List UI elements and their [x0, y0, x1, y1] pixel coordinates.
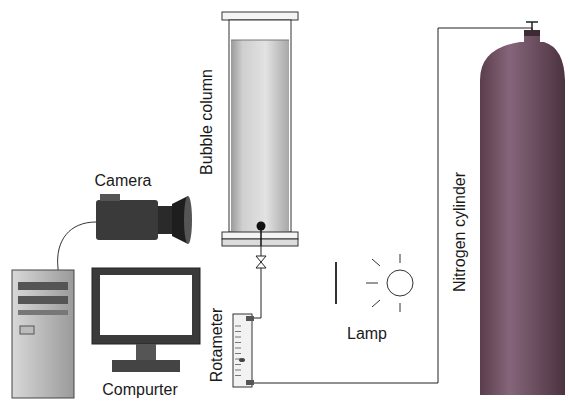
rotameter [233, 314, 254, 387]
valve-symbol [256, 256, 266, 268]
lamp [336, 254, 413, 312]
bubble-column [222, 12, 298, 246]
part-label: Lamp [347, 325, 387, 343]
part-label: Rotameter [208, 308, 226, 383]
camera [96, 194, 192, 244]
computer-tower [12, 270, 74, 398]
part-label: Bubble column [198, 69, 216, 175]
part-label: Compurter [102, 381, 178, 399]
nitrogen-cylinder [480, 22, 565, 395]
monitor [92, 268, 200, 372]
part-label: Nitrogen cylinder [451, 172, 469, 292]
part-label: Camera [95, 172, 152, 190]
